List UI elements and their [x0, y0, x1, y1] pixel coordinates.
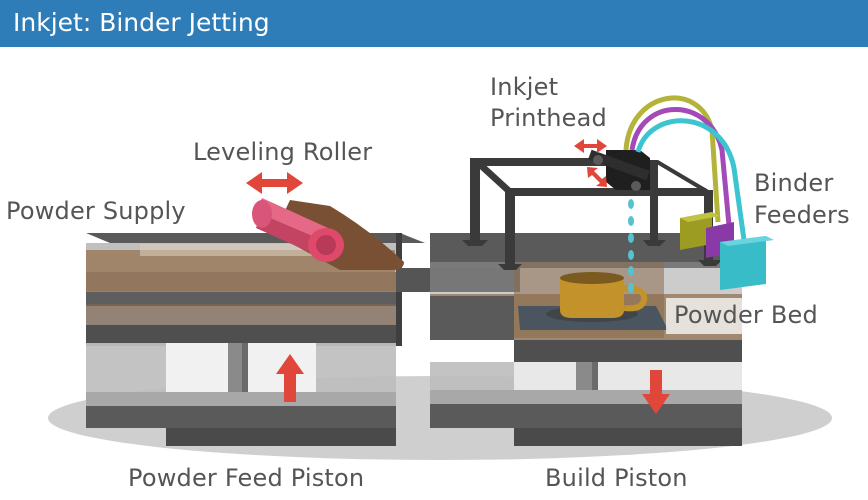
printed-cup	[546, 272, 648, 322]
powder-bed-label: Powder Bed	[674, 301, 818, 329]
inkjet-printhead-label-line1: Inkjet	[490, 73, 559, 101]
powder-bed-label-bg	[666, 298, 834, 334]
binder-feeders-label-line1: Binder	[754, 169, 834, 197]
powder-supply-label: Powder Supply	[6, 197, 186, 225]
inkjet-printhead	[588, 149, 650, 191]
motion-arrows	[246, 139, 670, 414]
binder-feeders-label-line2: Feeders	[754, 201, 850, 229]
printhead-diagonal-arrow	[587, 167, 607, 187]
binder-droplets	[628, 199, 634, 293]
binder-feed-tubes	[623, 95, 747, 241]
title-bar: Inkjet: Binder Jetting	[0, 0, 868, 47]
powder-feed-piston-label: Powder Feed Piston	[128, 464, 365, 492]
page-title: Inkjet: Binder Jetting	[13, 8, 270, 37]
inkjet-printhead-label-line2: Printhead	[490, 104, 607, 132]
binder-feeder-boxes	[680, 212, 774, 290]
build-piston-label: Build Piston	[545, 464, 688, 492]
binder-jetting-diagram	[48, 95, 834, 460]
printhead-horizontal-arrow	[574, 139, 607, 153]
powder-supply-chamber	[86, 233, 425, 446]
leveling-roller-label: Leveling Roller	[193, 138, 373, 166]
roller-double-arrow	[246, 172, 303, 194]
build-chamber	[430, 233, 742, 446]
supply-piston-up-arrow	[276, 354, 304, 402]
build-piston-down-arrow	[642, 370, 670, 414]
leveling-roller	[252, 198, 404, 270]
